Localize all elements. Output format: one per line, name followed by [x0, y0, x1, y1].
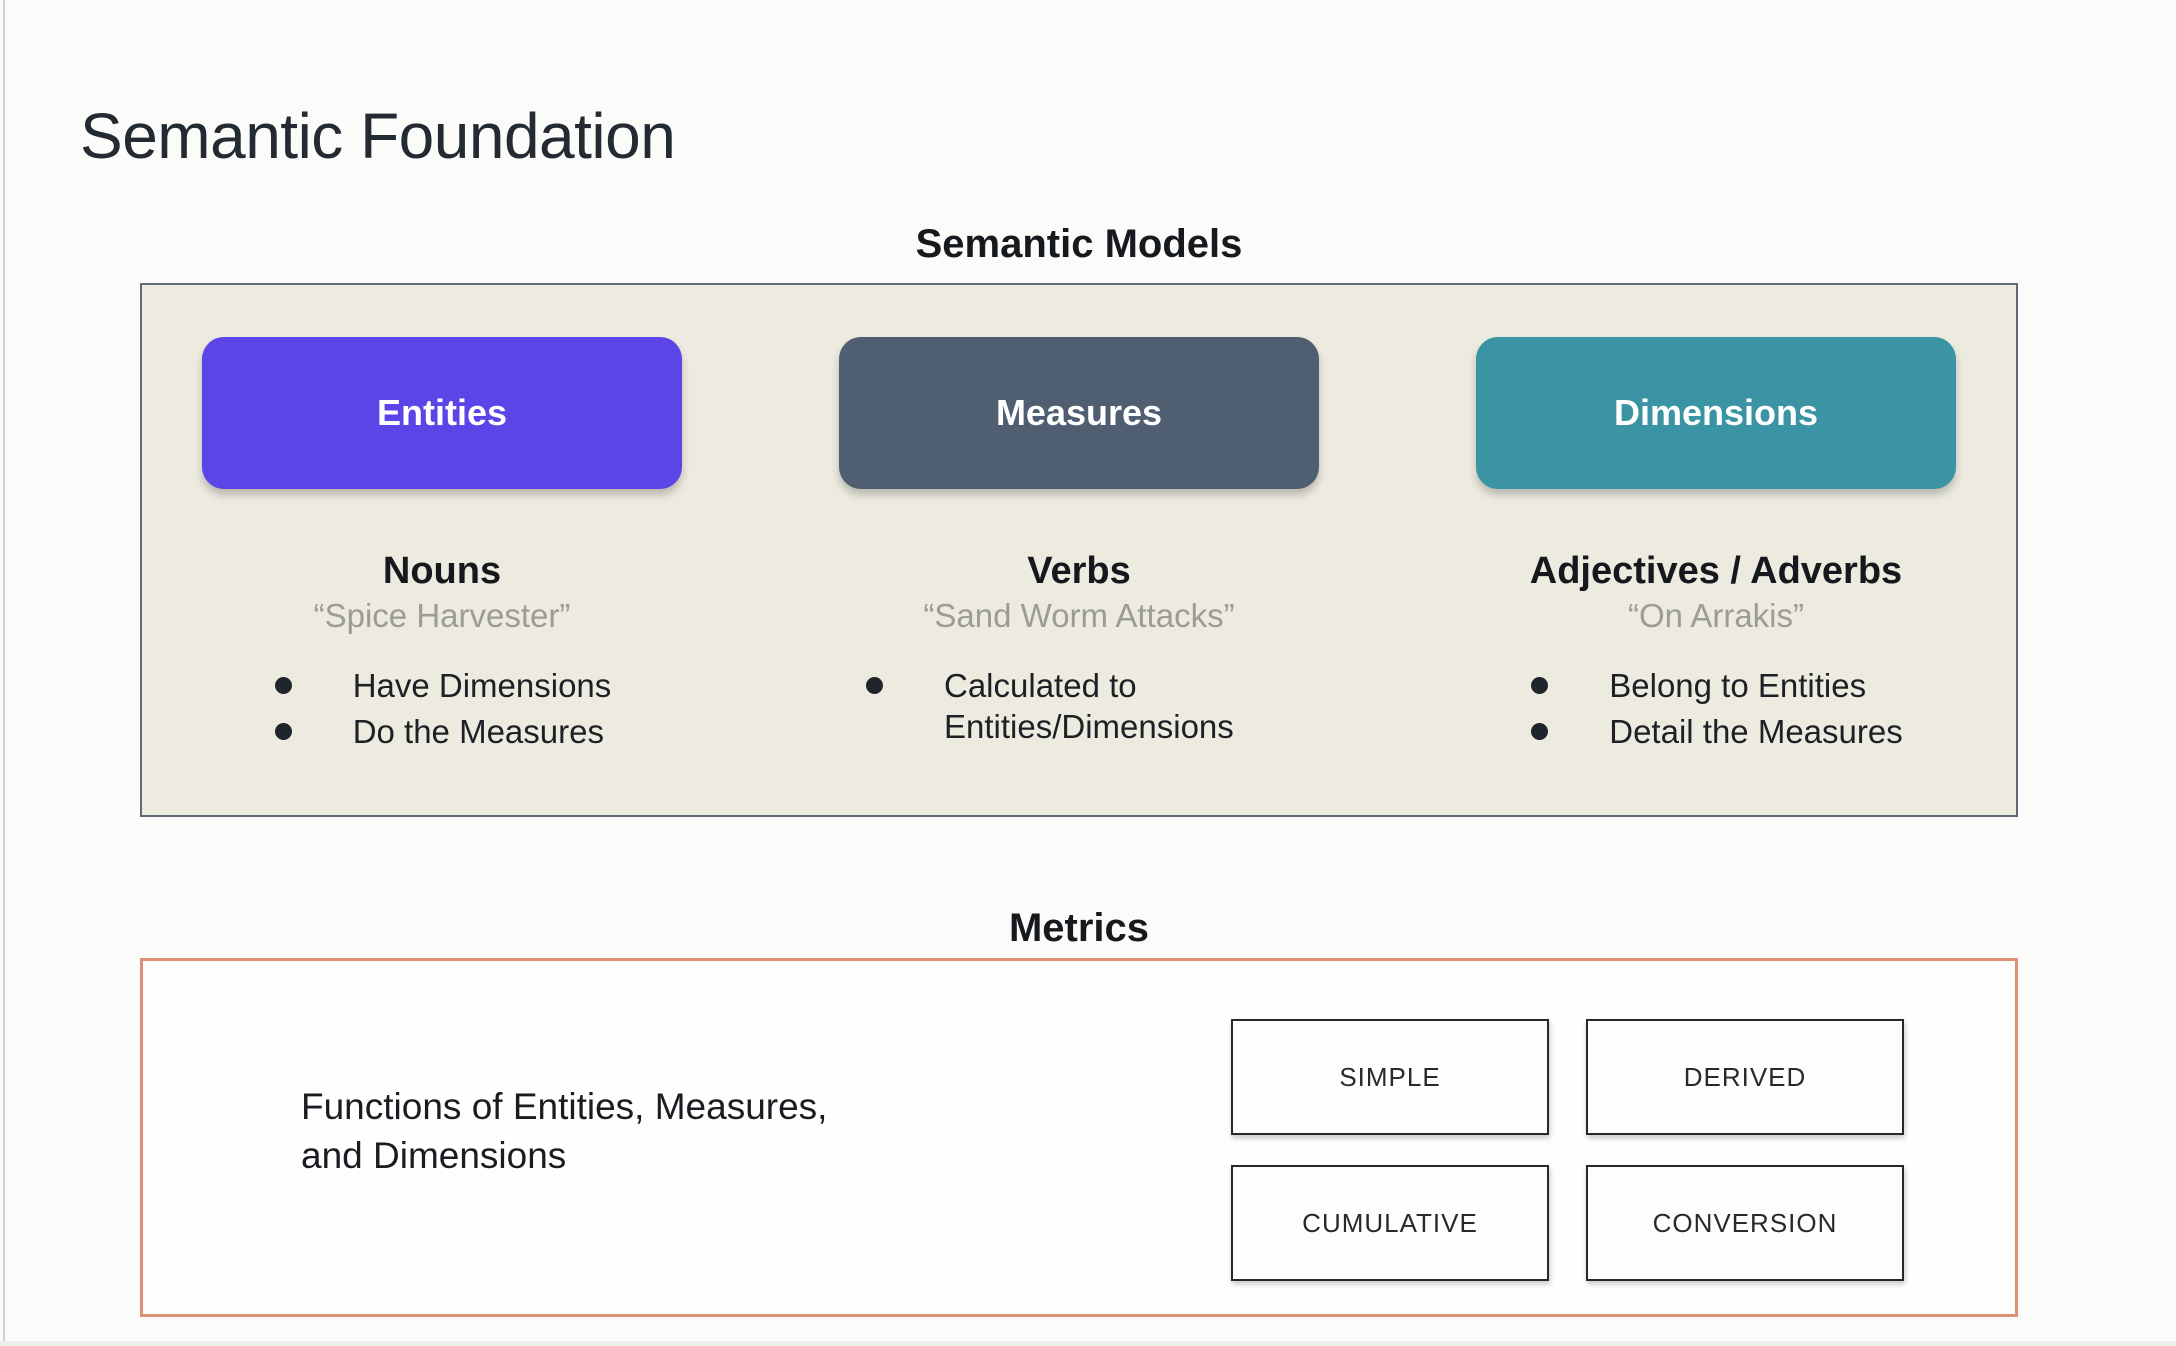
measures-pill-label: Measures — [995, 392, 1163, 433]
metrics-description-line: and Dimensions — [301, 1134, 567, 1176]
metric-types-grid: SIMPLE DERIVED CUMULATIVE CONVERSION — [1231, 1019, 1904, 1281]
window-left-edge — [3, 0, 5, 1346]
window-bottom-edge — [0, 1341, 2176, 1346]
metrics-description-line: Functions of Entities, Measures, — [301, 1086, 828, 1127]
entities-pill: Entities — [202, 337, 682, 489]
measures-example-quote: “Sand Worm Attacks” — [923, 596, 1235, 634]
measures-part-of-speech: Verbs — [1027, 550, 1131, 592]
dimensions-pill: Dimensions — [1476, 337, 1956, 489]
metric-type-box-simple: SIMPLE — [1231, 1019, 1549, 1135]
entities-column: Entities Nouns “Spice Harvester” Have Di… — [172, 285, 712, 815]
metrics-heading: Metrics — [1008, 906, 1150, 950]
semantic-models-heading: Semantic Models — [915, 222, 1243, 266]
dimensions-example-quote: “On Arrakis” — [1627, 596, 1805, 634]
entities-example-quote: “Spice Harvester” — [313, 596, 571, 634]
slide-title: Semantic Foundation — [80, 99, 676, 172]
metric-type-box-derived: DERIVED — [1586, 1019, 1904, 1135]
entities-part-of-speech: Nouns — [382, 550, 502, 592]
entities-bullet-list: Have Dimensions Do the Measures — [273, 665, 612, 758]
semantic-models-panel: Entities Nouns “Spice Harvester” Have Di… — [140, 283, 2018, 817]
metric-type-box-conversion: CONVERSION — [1586, 1165, 1904, 1281]
bullet-item: Belong to Entities — [1529, 665, 1902, 706]
bullet-item: Have Dimensions — [273, 665, 611, 706]
bullet-item: Calculated to Entities/Dimensions — [864, 665, 1294, 748]
bullet-item: Detail the Measures — [1529, 711, 1903, 752]
measures-column: Measures Verbs “Sand Worm Attacks” Calcu… — [809, 285, 1349, 815]
bullet-item: Do the Measures — [273, 711, 612, 752]
metrics-description: Functions of Entities, Measures, and Dim… — [301, 1083, 827, 1181]
dimensions-column: Dimensions Adjectives / Adverbs “On Arra… — [1446, 285, 1986, 815]
dimensions-part-of-speech: Adjectives / Adverbs — [1529, 550, 1903, 592]
measures-bullet-list: Calculated to Entities/Dimensions — [864, 665, 1294, 753]
metric-type-box-cumulative: CUMULATIVE — [1231, 1165, 1549, 1281]
metrics-panel: Functions of Entities, Measures, and Dim… — [140, 958, 2018, 1317]
dimensions-bullet-list: Belong to Entities Detail the Measures — [1529, 665, 1903, 758]
dimensions-pill-label: Dimensions — [1613, 392, 1819, 433]
entities-pill-label: Entities — [376, 392, 508, 433]
measures-pill: Measures — [839, 337, 1319, 489]
